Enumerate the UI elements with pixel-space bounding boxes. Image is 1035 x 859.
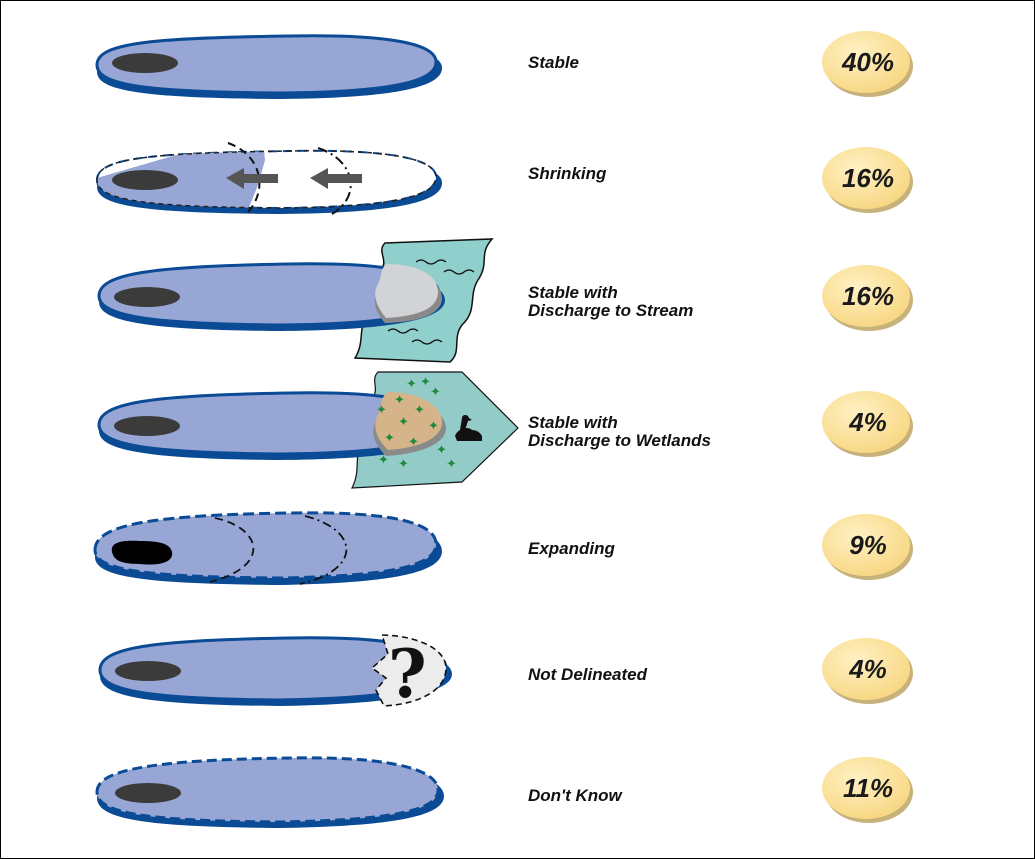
svg-text:✦: ✦ [394, 393, 405, 408]
question-mark-icon: ? [388, 635, 427, 713]
svg-text:✦: ✦ [398, 415, 409, 430]
percent-value: 4% [848, 407, 887, 437]
svg-text:✦: ✦ [408, 435, 419, 450]
percent-value: 16% [842, 281, 894, 311]
percent-badge: 4% [822, 638, 913, 704]
svg-text:✦: ✦ [436, 443, 447, 458]
percent-badge: 16% [822, 147, 913, 213]
expanding-plume-icon [95, 513, 442, 585]
wetland-discharge-plume-icon: ✦✦✦ ✦✦✦ ✦✦✦ ✦✦✦ ✦✦ [99, 372, 518, 488]
percent-value: 9% [849, 530, 887, 560]
svg-text:✦: ✦ [446, 457, 457, 472]
contaminant-source-icon [112, 53, 178, 73]
percent-value: 40% [841, 47, 894, 77]
svg-text:✦: ✦ [384, 431, 395, 446]
stream-discharge-plume-icon [99, 239, 492, 362]
row-label-stable: Stable [528, 54, 579, 72]
stable-plume-icon [97, 36, 442, 99]
svg-text:✦: ✦ [430, 385, 441, 400]
row-label-expanding: Expanding [528, 540, 615, 558]
percent-value: 16% [842, 163, 894, 193]
shrinking-plume-icon [97, 143, 442, 214]
percent-value: 4% [848, 654, 887, 684]
row-label-stable-wetlands: Stable with Discharge to Wetlands [528, 414, 711, 450]
contaminant-source-icon [112, 541, 172, 565]
svg-text:✦: ✦ [376, 403, 387, 418]
not-delineated-plume-icon: ? [100, 635, 452, 713]
svg-text:✦: ✦ [406, 377, 417, 392]
unknown-plume-icon [97, 758, 444, 828]
percent-badge: 4% [822, 391, 913, 457]
svg-text:✦: ✦ [414, 403, 425, 418]
percent-badge: 11% [822, 757, 913, 823]
percent-badge: 16% [822, 265, 913, 331]
svg-text:✦: ✦ [428, 419, 439, 434]
row-label-shrinking: Shrinking [528, 165, 606, 183]
row-label-stable-stream: Stable with Discharge to Stream [528, 284, 693, 320]
row-label-not-delineated: Not Delineated [528, 666, 647, 684]
percent-badge: 40% [822, 31, 913, 97]
svg-text:✦: ✦ [378, 453, 389, 468]
row-label-dont-know: Don't Know [528, 787, 622, 805]
svg-text:✦: ✦ [398, 457, 409, 472]
percent-value: 11% [843, 773, 893, 803]
percent-badge: 9% [822, 514, 913, 580]
